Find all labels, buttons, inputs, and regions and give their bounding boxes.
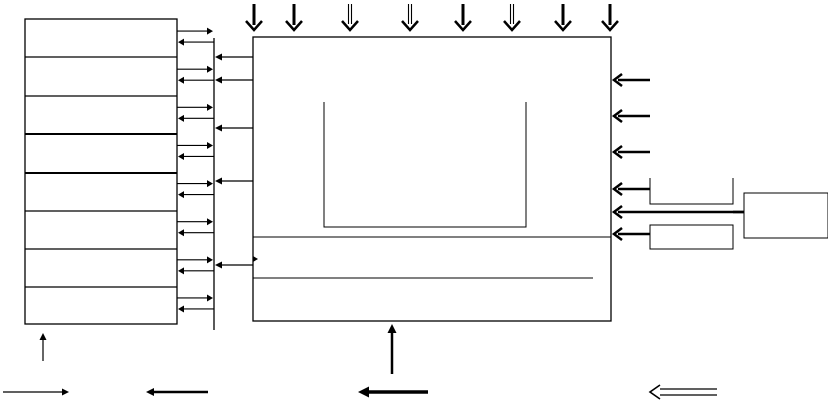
bottom-arrows [39,324,397,374]
bus-to-cell-arrowhead [178,76,184,84]
right-input-arrowhead [611,145,623,159]
bus-to-cell-arrowhead [178,152,184,160]
top-input-arrowhead [245,20,263,32]
cell-bus-arrows [177,27,214,313]
right-input-arrows [611,73,744,241]
top-input-arrowhead [601,20,619,32]
top-input-arrowhead [454,20,472,32]
top-input-arrowhead [285,20,303,32]
cell-to-bus-arrowhead [207,141,213,149]
legend-medium-arrowhead [146,388,154,396]
cell-to-bus-arrowhead [207,256,213,264]
bus-to-cell-arrowhead [178,38,184,46]
block-input-arrowhead [387,324,397,333]
block-to-bus-arrowhead [215,53,222,61]
block-to-bus-arrowhead [215,76,222,84]
legend-thin-arrowhead [62,388,69,396]
right-input-arrowhead [611,73,623,87]
main-block [252,36,612,322]
cell-to-bus-arrowhead [207,218,213,226]
inner-open-box [323,102,527,228]
top-input-arrowhead [554,20,572,32]
right-external-box [743,192,828,239]
legend [3,384,717,400]
block-bus-arrows [215,53,258,269]
bus-to-cell-arrowhead [178,229,184,237]
right-input-arrowhead [611,182,623,196]
bus-to-cell-arrowhead [178,267,184,275]
legend-double-arrowhead [648,384,661,400]
block-to-bus-arrowhead [215,124,222,132]
left-column [24,18,178,325]
block-to-bus-arrowhead [215,177,222,185]
right-open-box [649,178,734,205]
right-input-arrowhead [611,227,623,241]
block-marker-arrowhead [253,256,258,262]
cell-to-bus-arrowhead [207,180,213,188]
right-side-blocks [649,178,828,250]
main-block-frame [252,36,612,322]
cell-to-bus-arrowhead [207,65,213,73]
top-input-arrows [245,4,619,32]
cell-to-bus-arrowhead [207,27,213,35]
block-to-bus-arrowhead [215,261,222,269]
top-input-arrowhead [503,20,521,32]
top-input-arrowhead [401,20,419,32]
right-small-box [649,224,734,250]
left-column-frame [24,18,178,325]
top-input-arrowhead [341,20,359,32]
bus-to-cell-arrowhead [178,114,184,122]
right-input-arrowhead [611,109,623,123]
cell-to-bus-arrowhead [207,103,213,111]
bus-to-cell-arrowhead [178,305,184,313]
cell-to-bus-arrowhead [207,294,213,302]
legend-thick-arrowhead [358,386,369,398]
external-input-arrowhead [611,205,623,219]
bus-to-cell-arrowhead [178,191,184,199]
column-input-arrowhead [39,333,47,340]
